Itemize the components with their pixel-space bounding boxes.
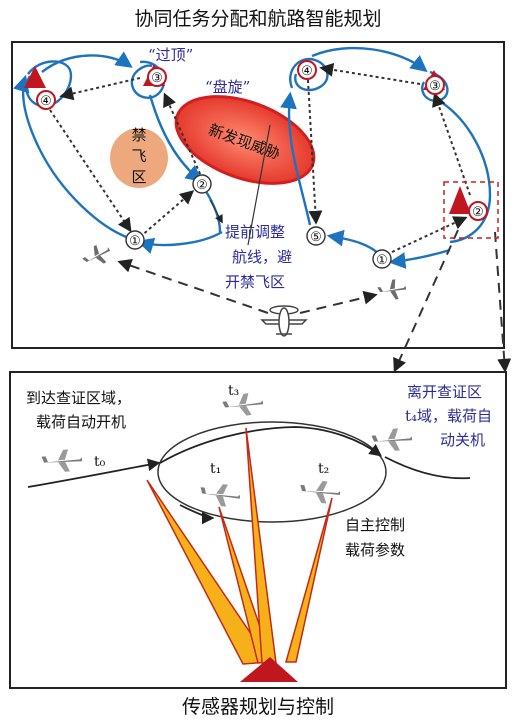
right-dashed-links	[307, 62, 471, 253]
waypoint-left-5: ⑤	[310, 230, 322, 245]
waypoint-right-4: ④	[301, 64, 313, 79]
no-fly-char-3: 区	[131, 168, 146, 186]
flight-trajectory	[27, 426, 471, 525]
no-fly-zone	[110, 128, 168, 188]
enter-note-line-1: 到达查证区域，	[26, 389, 131, 407]
no-fly-char-1: 禁	[131, 126, 146, 144]
no-fly-char-2: 飞	[131, 147, 146, 165]
bottom-title: 传感器规划与控制	[181, 696, 334, 718]
circling-label: “盘旋”	[205, 78, 250, 96]
time-t1: t₁	[210, 461, 221, 477]
adjust-note-line-3: 开禁飞区	[225, 273, 285, 291]
waypoint-left-1: ①	[129, 234, 141, 249]
waypoint-right-1: ①	[376, 253, 388, 268]
uav-t1-icon	[200, 484, 241, 507]
time-t2: t₂	[318, 461, 329, 477]
waypoint-right-3: ③	[429, 79, 441, 94]
verification-box	[443, 181, 499, 239]
uav-t2-icon	[300, 481, 341, 504]
overhead-label: “过顶”	[148, 46, 193, 64]
adjust-note-line-2: 航线，避	[232, 248, 292, 266]
top-panel-frame	[11, 41, 505, 349]
uav-t0-icon	[41, 449, 83, 472]
control-note-line-2: 载荷参数	[345, 541, 405, 559]
left-waypoints: ① ② ③ ④ ⑤	[36, 67, 326, 250]
sensor-beams	[146, 427, 333, 665]
right-waypoints: ① ② ③ ④	[297, 60, 488, 269]
enter-note-line-2: 载荷自动开机	[36, 413, 126, 431]
waypoint-left-2: ②	[196, 178, 208, 193]
bottom-panel-frame	[9, 371, 507, 689]
adjust-pointer	[209, 199, 223, 224]
threat-pointer	[247, 124, 271, 246]
control-note-line-1: 自主控制	[345, 516, 405, 534]
top-title: 协同任务分配和航路智能规划	[134, 8, 382, 30]
waypoint-left-4: ④	[40, 94, 52, 109]
uav-t4-icon	[371, 428, 413, 451]
command-aircraft-icon	[260, 305, 308, 337]
waypoint-right-2: ②	[472, 205, 484, 220]
time-t3: t₃	[228, 383, 239, 399]
leave-note-line-1: 离开查证区	[407, 383, 482, 401]
left-dashed-links	[49, 77, 206, 238]
verification-area	[157, 421, 387, 523]
aircraft-left-icon	[82, 244, 111, 264]
time-t0: t₀	[94, 454, 106, 470]
formation-links	[117, 229, 512, 373]
leave-note-line-2: t₄域，载荷自	[405, 407, 492, 425]
uav-t3-icon	[222, 393, 264, 416]
adjust-note-line-1: 提前调整	[225, 223, 285, 241]
aircraft-right-icon	[377, 279, 407, 300]
leave-note-line-3: 动关机	[440, 431, 485, 449]
ground-target-marker	[240, 657, 298, 682]
waypoint-left-3: ③	[151, 71, 163, 86]
